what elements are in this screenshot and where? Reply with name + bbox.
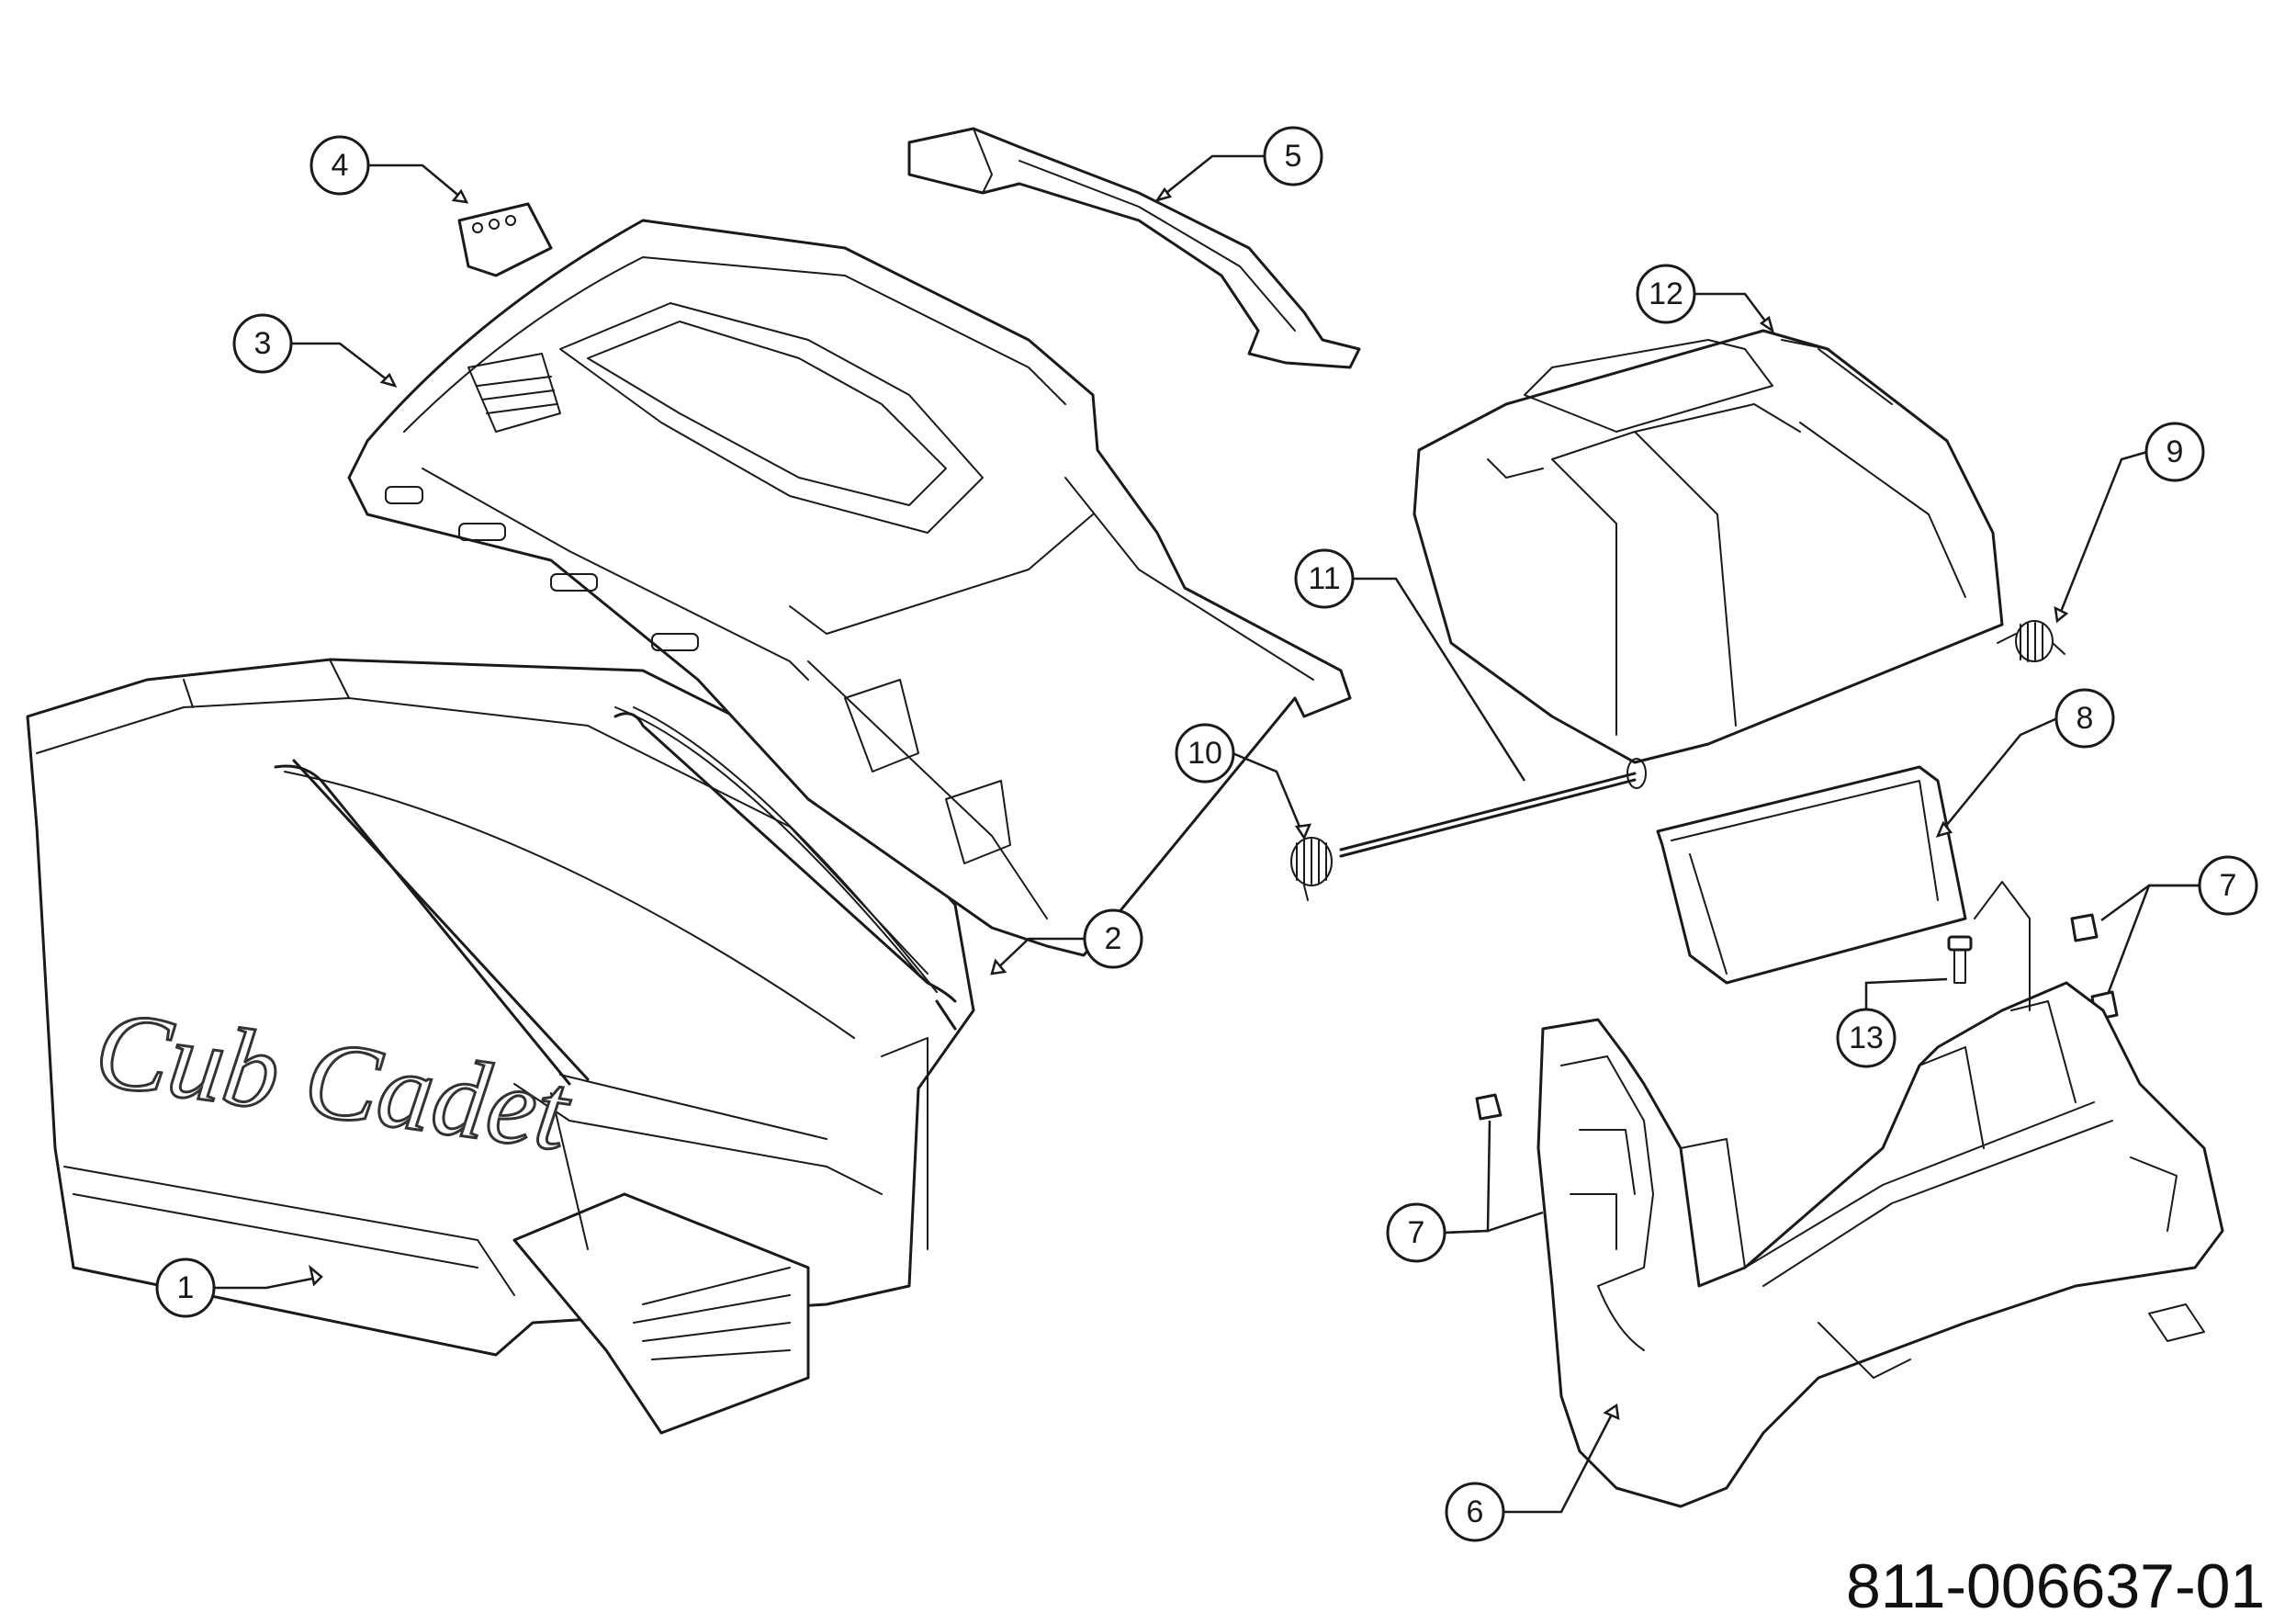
svg-text:7: 7 bbox=[1408, 1215, 1425, 1250]
callout-1: 1 bbox=[155, 1257, 216, 1318]
svg-text:10: 10 bbox=[1187, 736, 1222, 771]
callout-8: 8 bbox=[2054, 688, 2115, 749]
svg-text:4: 4 bbox=[332, 148, 349, 183]
svg-text:9: 9 bbox=[2167, 434, 2184, 469]
svg-text:1: 1 bbox=[177, 1270, 195, 1305]
svg-text:11: 11 bbox=[1308, 561, 1340, 596]
callout-13: 13 bbox=[1836, 1008, 1896, 1068]
svg-text:5: 5 bbox=[1285, 139, 1302, 174]
callout-9: 9 bbox=[2144, 422, 2205, 482]
part-grass-bag: Cub Cadet bbox=[26, 658, 975, 1435]
callout-7-left: 7 bbox=[1386, 1202, 1446, 1263]
svg-text:3: 3 bbox=[254, 326, 272, 361]
callout-10: 10 bbox=[1175, 723, 1235, 784]
svg-text:2: 2 bbox=[1105, 921, 1122, 956]
svg-text:13: 13 bbox=[1849, 1021, 1884, 1055]
part-flap-clip bbox=[457, 202, 553, 277]
document-number: 811-006637-01 bbox=[1846, 1551, 2265, 1621]
part-flap-plate bbox=[1656, 765, 1967, 985]
callout-3: 3 bbox=[232, 313, 293, 374]
svg-text:7: 7 bbox=[2220, 868, 2237, 903]
part-spring-left bbox=[1290, 837, 1333, 901]
part-spring-right bbox=[1997, 620, 2065, 662]
part-bag-top-cover bbox=[347, 219, 1352, 957]
part-rear-flap bbox=[1412, 329, 2004, 764]
part-rod bbox=[274, 712, 957, 1086]
svg-text:8: 8 bbox=[2077, 701, 2094, 736]
part-nut-clip-b bbox=[2070, 913, 2099, 942]
part-shaft bbox=[1339, 758, 1647, 858]
callout-2: 2 bbox=[1083, 908, 1143, 969]
callout-4: 4 bbox=[310, 135, 370, 196]
callout-11: 11 bbox=[1294, 548, 1355, 609]
part-nut-clip-a bbox=[1475, 1093, 1503, 1121]
part-handle bbox=[907, 127, 1361, 369]
svg-text:6: 6 bbox=[1467, 1494, 1484, 1529]
part-rear-housing bbox=[1536, 881, 2224, 1508]
callout-12: 12 bbox=[1636, 264, 1696, 324]
callout-5: 5 bbox=[1263, 126, 1323, 186]
callout-7-right: 7 bbox=[2198, 855, 2258, 916]
part-screw bbox=[1947, 935, 1973, 984]
callout-6: 6 bbox=[1445, 1482, 1505, 1542]
svg-text:12: 12 bbox=[1649, 276, 1683, 311]
